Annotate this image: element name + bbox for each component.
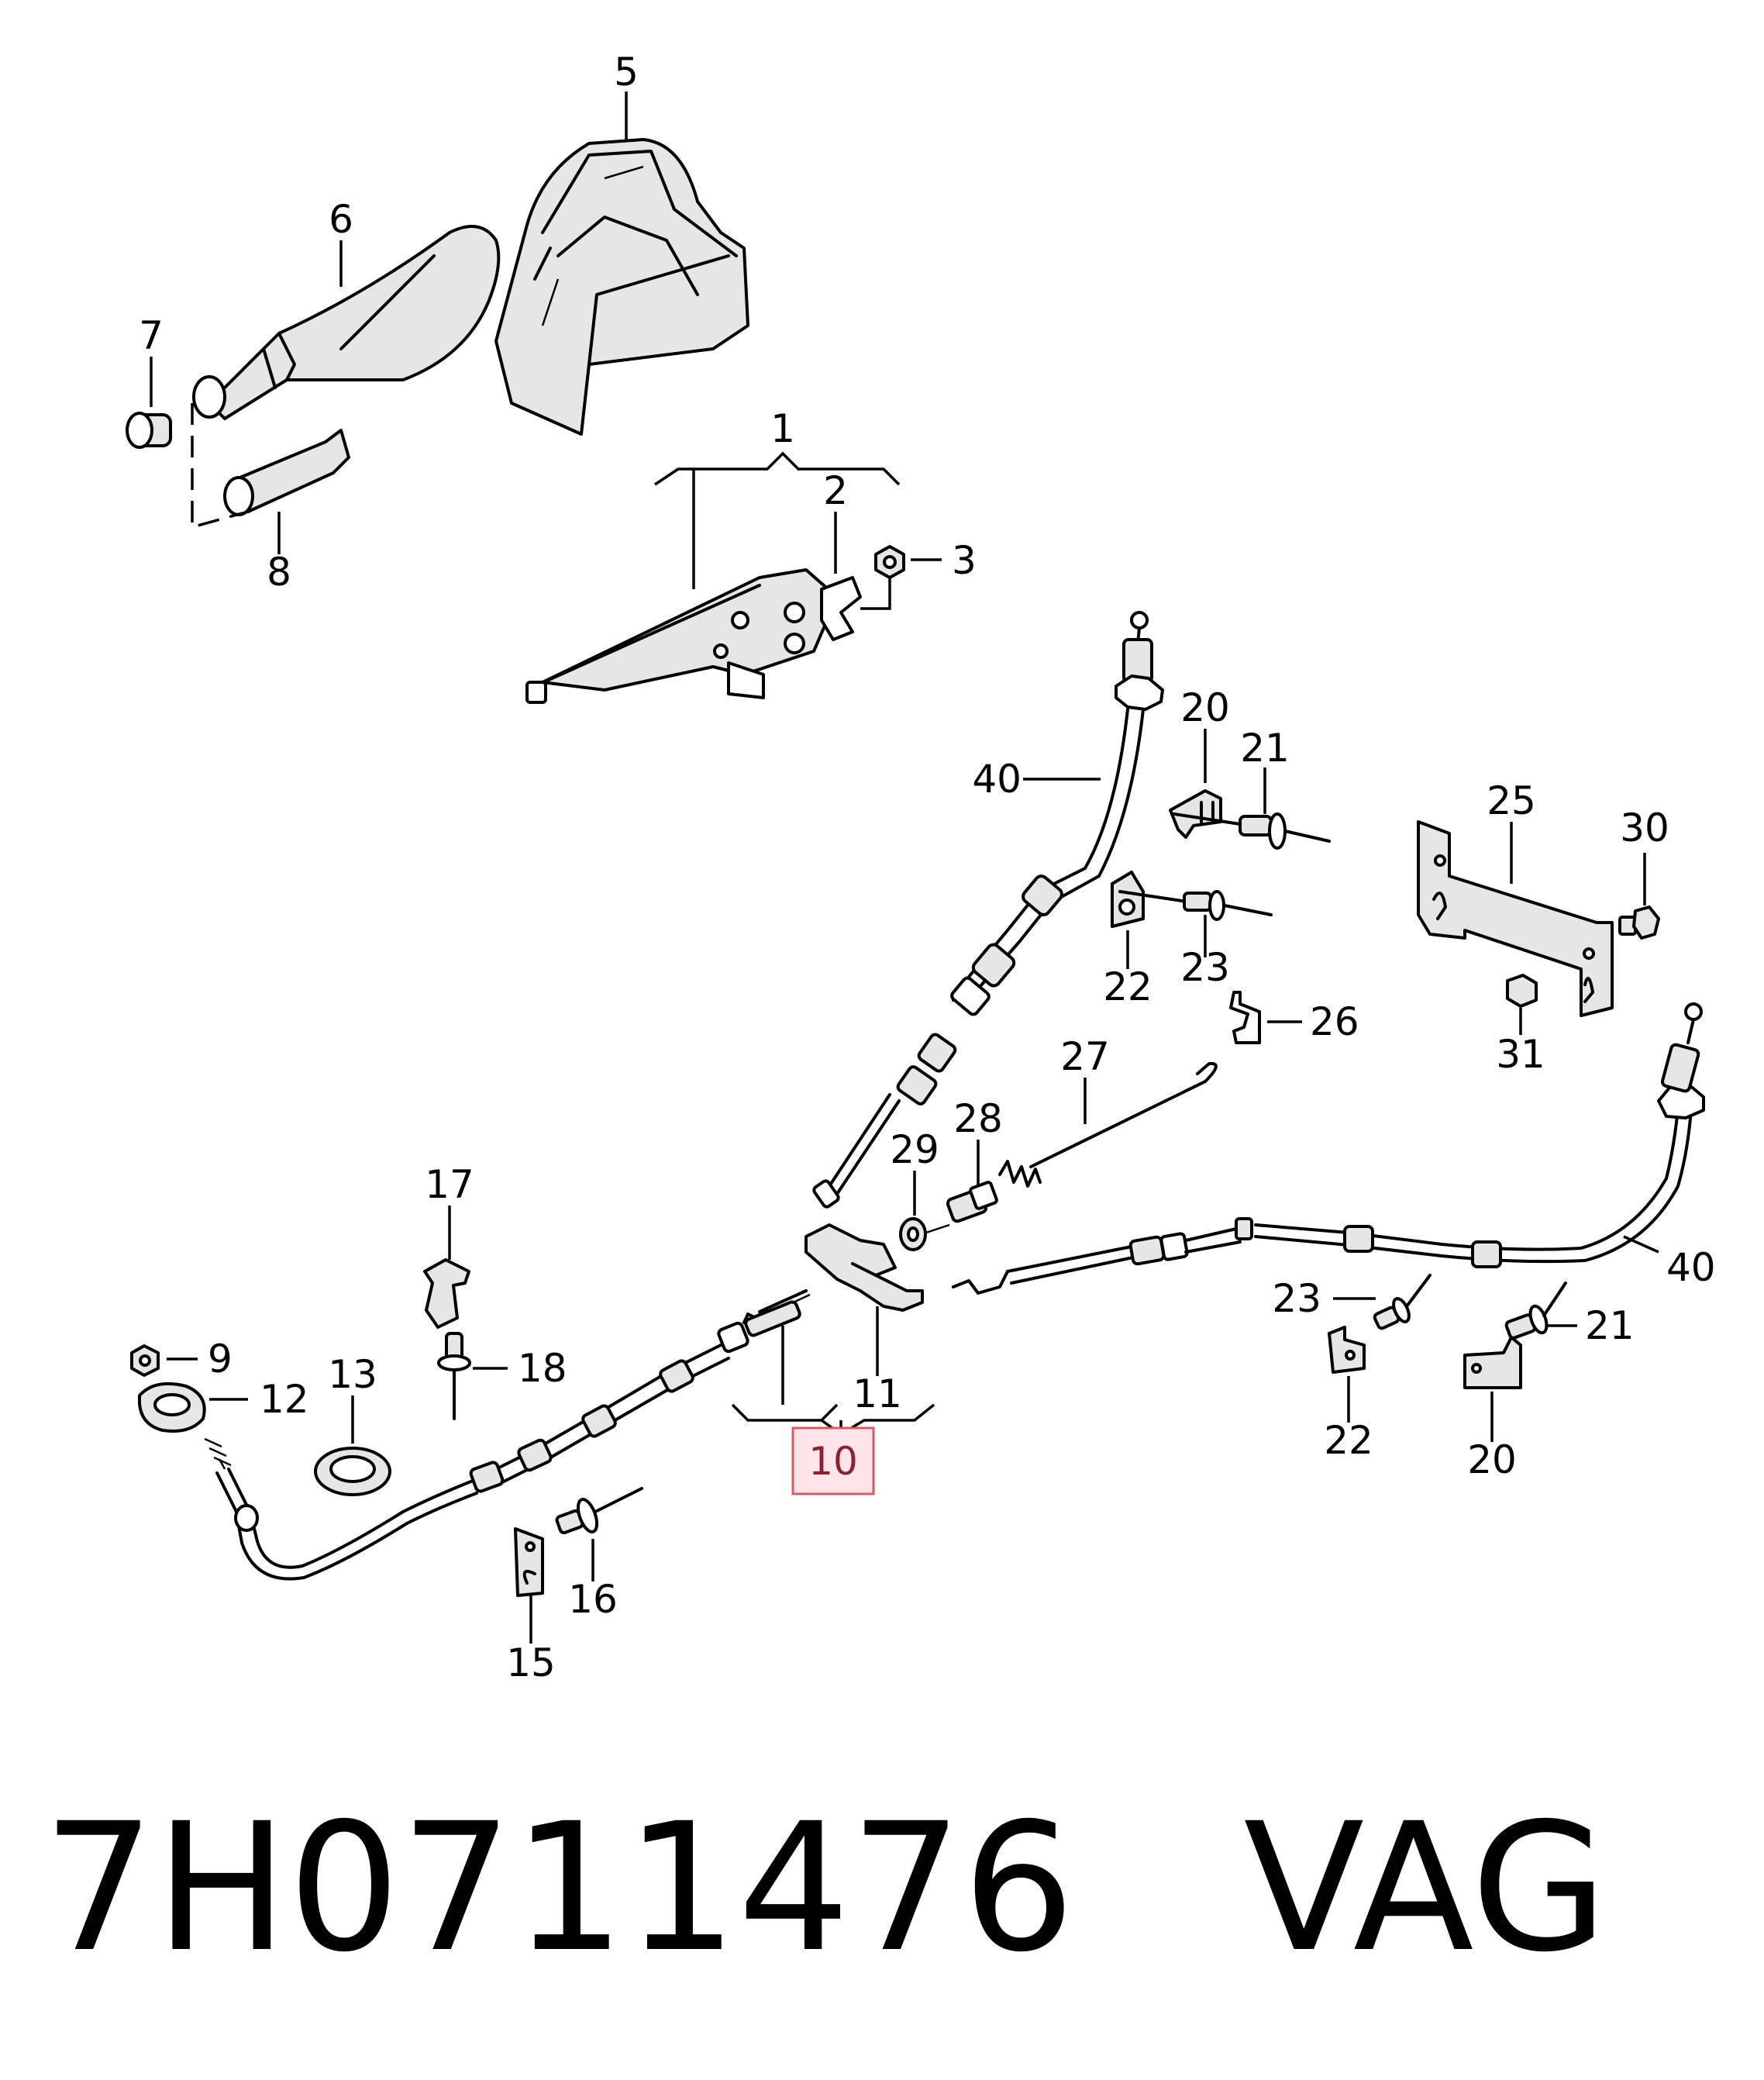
part-13-grommet-ring (314, 1447, 391, 1496)
callout-30: 30 (1620, 805, 1669, 850)
callout-12: 12 (260, 1377, 309, 1422)
callout-40-upper: 40 (972, 757, 1022, 802)
callout-23-lower: 23 (1272, 1276, 1321, 1321)
part-21-rivet-upper (1173, 812, 1331, 850)
part-28-adjuster (946, 1181, 998, 1223)
part-25-bracket (1417, 820, 1614, 1017)
highlighted-callout-box (791, 1426, 875, 1495)
callout-8: 8 (267, 550, 291, 595)
callout-15: 15 (506, 1640, 556, 1685)
part-8-grip-sleeve (223, 429, 350, 516)
callout-6: 6 (329, 197, 353, 242)
callout-18: 18 (518, 1346, 567, 1391)
part-30-bolt (1618, 905, 1660, 940)
callout-1: 1 (770, 406, 795, 451)
brand-name: VAG (1243, 1785, 1608, 1991)
part-21-rivet-lower (1504, 1281, 1567, 1340)
callout-26: 26 (1310, 999, 1359, 1044)
part-18-rivet (437, 1332, 471, 1420)
part-6-handle-grip (208, 225, 501, 420)
handle-end (192, 375, 226, 419)
part-11-equalizer (804, 1223, 924, 1312)
part-23-rivet-lower (1373, 1274, 1432, 1330)
callout-11: 11 (853, 1371, 902, 1416)
callout-28: 28 (953, 1096, 1003, 1141)
part-40-rear-cable-right (952, 1002, 1705, 1295)
part-15-clip (514, 1527, 544, 1597)
part-number: 7H0711476 (43, 1785, 1075, 1991)
part-1-lever-assembly (525, 568, 862, 704)
part-22-clip-upper (1111, 871, 1183, 928)
part-12-grommet (138, 1381, 206, 1433)
callout-22-lower: 22 (1324, 1418, 1373, 1463)
callout-20-lower: 20 (1467, 1437, 1517, 1482)
part-9-nut (130, 1344, 160, 1377)
part-31-nut (1506, 974, 1538, 1008)
part-16-rivet (555, 1487, 643, 1535)
part-17-bracket (423, 1258, 470, 1329)
callout-2: 2 (823, 468, 848, 513)
callout-27: 27 (1060, 1034, 1110, 1079)
callout-20-upper: 20 (1180, 685, 1230, 730)
part-29-washer (899, 1217, 927, 1251)
part-40-rear-cable-upper (812, 611, 1164, 1209)
part-20-clip-lower (1463, 1336, 1522, 1389)
callout-22-upper: 22 (1103, 964, 1152, 1009)
part-10-rear-cable-left (204, 1289, 811, 1581)
callout-16: 16 (568, 1577, 618, 1622)
callout-21-upper: 21 (1240, 726, 1290, 771)
part-23-rivet-upper (1183, 890, 1273, 921)
part-number-footer: 7H0711476 VAG (43, 1783, 1607, 1992)
callout-23-upper: 23 (1180, 945, 1230, 990)
callout-17: 17 (425, 1162, 474, 1207)
callout-9: 9 (208, 1337, 233, 1381)
part-22-clip-lower (1328, 1326, 1366, 1374)
part-7-end-cap (126, 412, 172, 449)
callout-31: 31 (1496, 1032, 1545, 1077)
callout-3: 3 (952, 538, 977, 583)
callout-21-lower: 21 (1585, 1303, 1635, 1348)
callout-7: 7 (139, 313, 164, 358)
part-27-spring (998, 1061, 1218, 1188)
callout-29: 29 (890, 1127, 939, 1172)
callout-10: 10 (808, 1439, 858, 1484)
callout-5: 5 (614, 50, 639, 95)
callout-25: 25 (1487, 778, 1536, 823)
part-3-nut (874, 545, 905, 579)
callout-40-lower: 40 (1666, 1245, 1716, 1290)
part-26-hook (1229, 991, 1261, 1044)
part-5-lever-cover (494, 138, 749, 436)
callout-13: 13 (328, 1352, 377, 1397)
footer-gap (1075, 1785, 1243, 1991)
